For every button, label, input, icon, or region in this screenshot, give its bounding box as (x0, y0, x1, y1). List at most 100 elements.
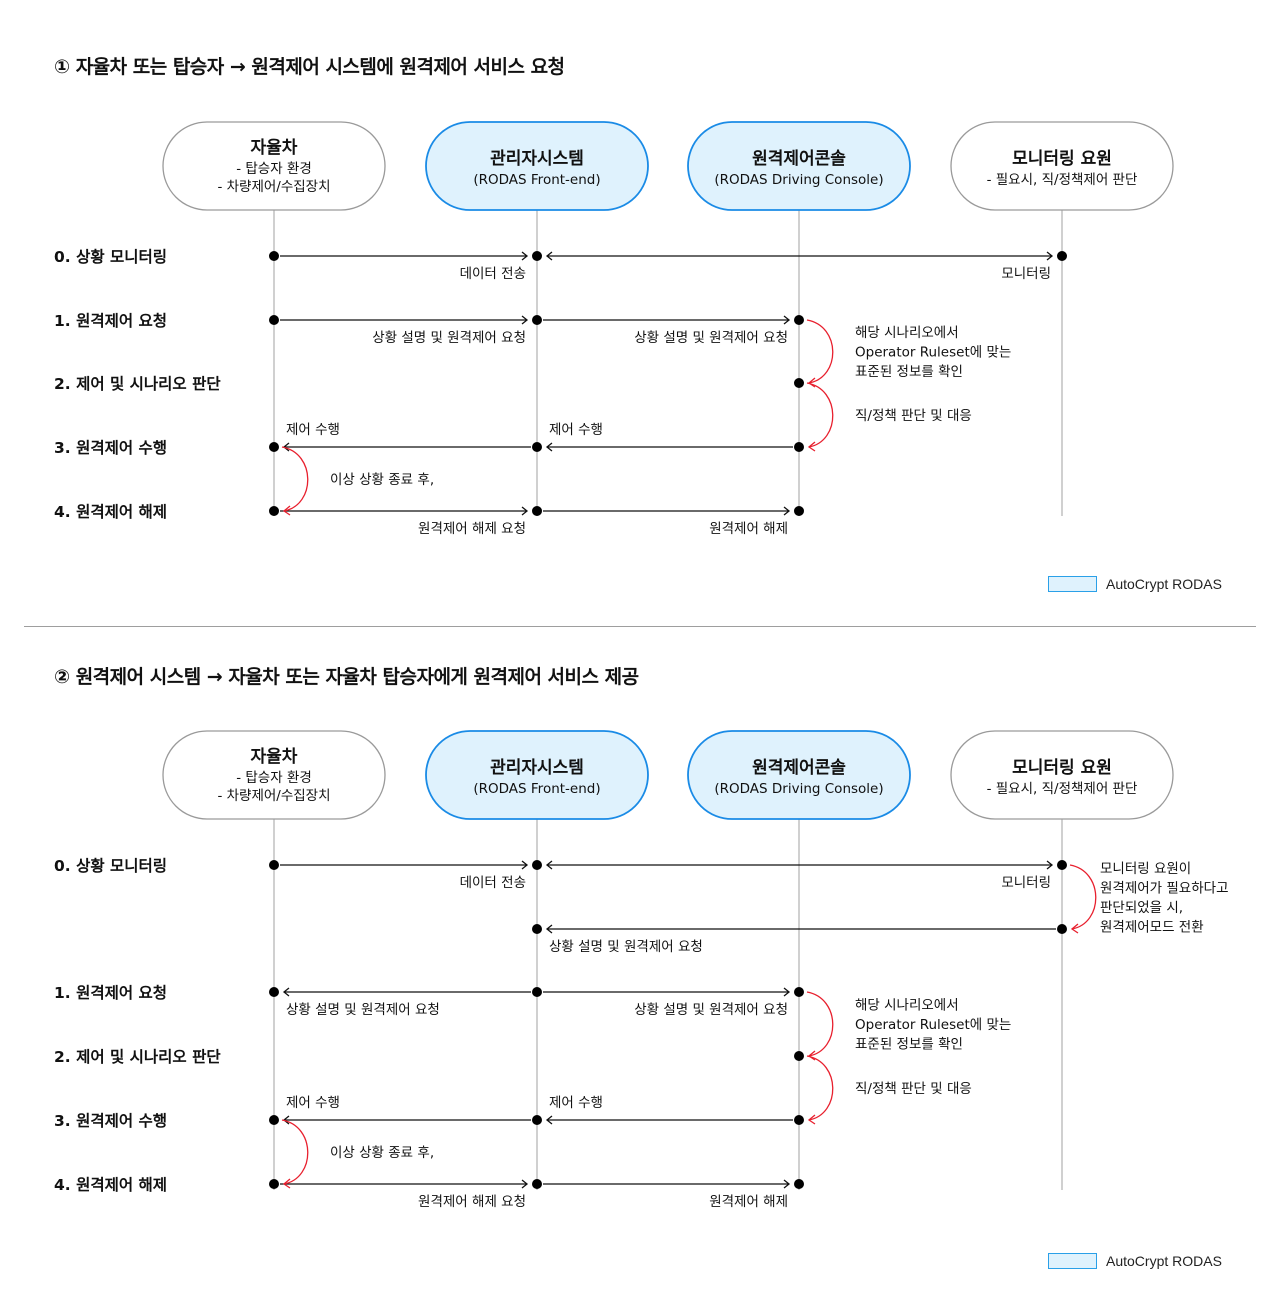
lifeline-dot (794, 315, 804, 325)
lifeline-dot (794, 506, 804, 516)
arrowhead-icon (545, 442, 553, 452)
arrowhead-icon (545, 860, 553, 870)
message-label: 제어 수행 (549, 1095, 603, 1111)
lifeline-dot (794, 1115, 804, 1125)
actor-subtitle: - 탑승자 환경 (236, 770, 312, 786)
arrowhead-icon (282, 1178, 291, 1189)
actor-pill (687, 121, 911, 211)
message-label: 제어 수행 (286, 422, 340, 438)
message-arrow: 상황 설명 및 원격제어 요청 (543, 315, 791, 346)
message-arrow: 데이터 전송 (280, 251, 529, 282)
actor-box: 자율차- 탑승자 환경- 차량제어/수집장치 (162, 121, 386, 211)
actor-title: 모니터링 요원 (1012, 758, 1112, 778)
actor-box: 원격제어콘솔 (RODAS Driving Console) (687, 121, 911, 211)
message-arrow: 상황 설명 및 원격제어 요청 (280, 315, 529, 346)
arrowhead-icon (783, 315, 791, 325)
message-label: 상황 설명 및 원격제어 요청 (634, 1002, 788, 1018)
loop-note: 표준된 정보를 확인 (855, 364, 963, 380)
step-label: 2. 제어 및 시나리오 판단 (54, 374, 221, 393)
arrowhead-icon (282, 987, 290, 997)
lifeline-dot (269, 987, 279, 997)
step-label: 3. 원격제어 수행 (54, 1112, 167, 1130)
lifeline-dot (269, 860, 279, 870)
actor-pill (162, 121, 386, 211)
loop-arrow: 이상 상황 종료 후, (281, 1119, 434, 1189)
message-arrow: 데이터 전송 (280, 860, 529, 891)
loop-note: Operator Ruleset에 맞는 (855, 345, 1011, 361)
actor-subtitle: - 차량제어/수집장치 (217, 788, 330, 804)
message-label: 모니터링 (1001, 875, 1051, 891)
loop-note: 해당 시나리오에서 (855, 325, 959, 341)
arrowhead-icon (282, 505, 291, 516)
actor-box: 관리자시스템(RODAS Front-end) (425, 121, 649, 211)
message-label: 모니터링 (1001, 266, 1051, 282)
loop-note: 원격제어가 필요하다고 (1100, 880, 1229, 896)
step-label: 3. 원격제어 수행 (54, 439, 167, 457)
message-label: 원격제어 해제 (709, 521, 788, 537)
message-arrow: 원격제어 해제 요청 (280, 1179, 529, 1210)
message-label: 상황 설명 및 원격제어 요청 (634, 330, 788, 346)
message-label: 제어 수행 (549, 422, 603, 438)
arrowhead-icon (521, 315, 529, 325)
message-arrow: 제어 수행 (282, 1095, 531, 1125)
arrowhead-icon (521, 251, 529, 261)
lifeline-dot (532, 315, 542, 325)
actor-title: 모니터링 요원 (1012, 149, 1112, 169)
lifeline-dot (269, 1115, 279, 1125)
lifeline-dot (269, 506, 279, 516)
message-label: 원격제어 해제 요청 (418, 1194, 526, 1210)
step-label: 2. 제어 및 시나리오 판단 (54, 1047, 221, 1066)
lifeline-dot (269, 315, 279, 325)
step-label: 4. 원격제어 해제 (54, 503, 167, 521)
actor-subtitle: - 필요시, 직/정책제어 판단 (987, 781, 1138, 797)
lifeline-dot (532, 251, 542, 261)
actor-title: 원격제어콘솔 (752, 758, 846, 778)
actor-box: 모니터링 요원 - 필요시, 직/정책제어 판단 (950, 730, 1174, 820)
lifeline-dot (532, 860, 542, 870)
arrowhead-icon (807, 441, 816, 452)
arrowhead-icon (1046, 860, 1054, 870)
loop-note: 모니터링 요원이 (1100, 861, 1191, 877)
message-label: 원격제어 해제 (709, 1194, 788, 1210)
message-arrow: 제어 수행 (282, 422, 531, 452)
message-arrow: 제어 수행 (545, 422, 793, 452)
lifeline-dot (1057, 860, 1067, 870)
message-label: 데이터 전송 (460, 875, 526, 891)
legend-swatch (1048, 576, 1097, 592)
lifeline-dot (269, 442, 279, 452)
actor-subtitle: (RODAS Driving Console) (714, 172, 883, 188)
message-arrow: 제어 수행 (545, 1095, 793, 1125)
actor-subtitle: - 차량제어/수집장치 (217, 179, 330, 195)
actor-box: 원격제어콘솔(RODAS Driving Console) (687, 730, 911, 820)
arrowhead-icon (1046, 251, 1054, 261)
loop-note: 이상 상황 종료 후, (330, 472, 434, 488)
lifeline-dot (532, 924, 542, 934)
loop-note: 이상 상황 종료 후, (330, 1145, 434, 1161)
message-label: 원격제어 해제 요청 (418, 521, 526, 537)
section-1-title: ① 자율차 또는 탑승자 → 원격제어 시스템에 원격제어 서비스 요청 (54, 56, 565, 78)
lifeline-dot (269, 1179, 279, 1189)
arrowhead-icon (521, 506, 529, 516)
lifeline-dot (532, 1115, 542, 1125)
actor-title: 자율차 (251, 747, 298, 767)
lifeline-dot (269, 251, 279, 261)
actor-title: 자율차 (251, 138, 298, 158)
arrowhead-icon (1070, 923, 1079, 934)
actor-subtitle: - 필요시, 직/정책제어 판단 (987, 172, 1138, 188)
step-label: 0. 상황 모니터링 (54, 856, 167, 875)
actor-title: 원격제어콘솔 (752, 149, 846, 169)
actor-pill (950, 121, 1174, 211)
actor-pill (425, 121, 649, 211)
loop-note: 해당 시나리오에서 (855, 998, 959, 1014)
loop-arrow: 직/정책 판단 및 대응 (806, 1055, 972, 1125)
actor-pill (687, 730, 911, 820)
lifeline-dot (532, 506, 542, 516)
lifeline-dot (794, 442, 804, 452)
arrowhead-icon (783, 506, 791, 516)
legend-label: AutoCrypt RODAS (1106, 1253, 1222, 1269)
arrowhead-icon (807, 1114, 816, 1125)
actor-box: 관리자시스템(RODAS Front-end) (425, 730, 649, 820)
message-label: 상황 설명 및 원격제어 요청 (549, 939, 703, 955)
loop-note: 표준된 정보를 확인 (855, 1037, 963, 1053)
